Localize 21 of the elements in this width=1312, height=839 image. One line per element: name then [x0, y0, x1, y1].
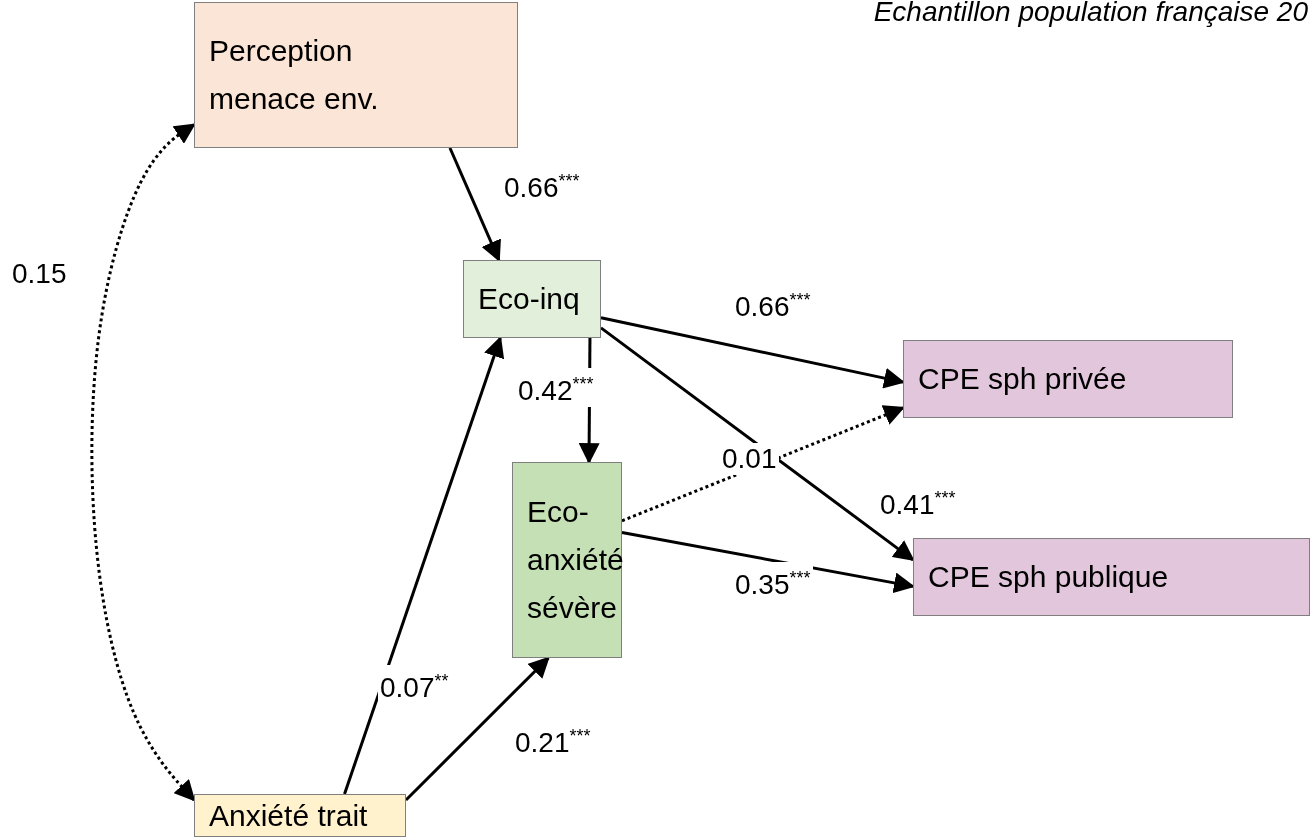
- variable-box: [463, 260, 601, 338]
- variable-name: Anxiété trait: [208, 797, 369, 834]
- path-arrow: [90, 123, 196, 802]
- variable-box: [903, 340, 1233, 418]
- variable-box: [194, 2, 518, 148]
- variable-name: Eco-inq: [477, 281, 581, 317]
- path-coefficient: 0.01: [720, 443, 779, 475]
- path-arrow: [404, 656, 550, 802]
- variable-box: [913, 538, 1310, 616]
- path-arrow: [343, 336, 505, 795]
- variable-box: [194, 794, 406, 837]
- path-coefficient: 0.42$^{***}$: [516, 368, 596, 408]
- variable-name: CPE sph privée: [917, 361, 1128, 397]
- sample-note: Echantillon population française 20: [873, 0, 1308, 28]
- variable-name: Eco-anxiété sévère: [526, 494, 625, 626]
- variable-box: [512, 462, 622, 658]
- variable-name: Perception menace env.: [208, 33, 380, 117]
- path-arrow: [448, 147, 501, 262]
- path-arrow: [600, 326, 915, 562]
- path-arrow: [621, 405, 905, 523]
- variable-name: CPE sph publique: [927, 559, 1170, 595]
